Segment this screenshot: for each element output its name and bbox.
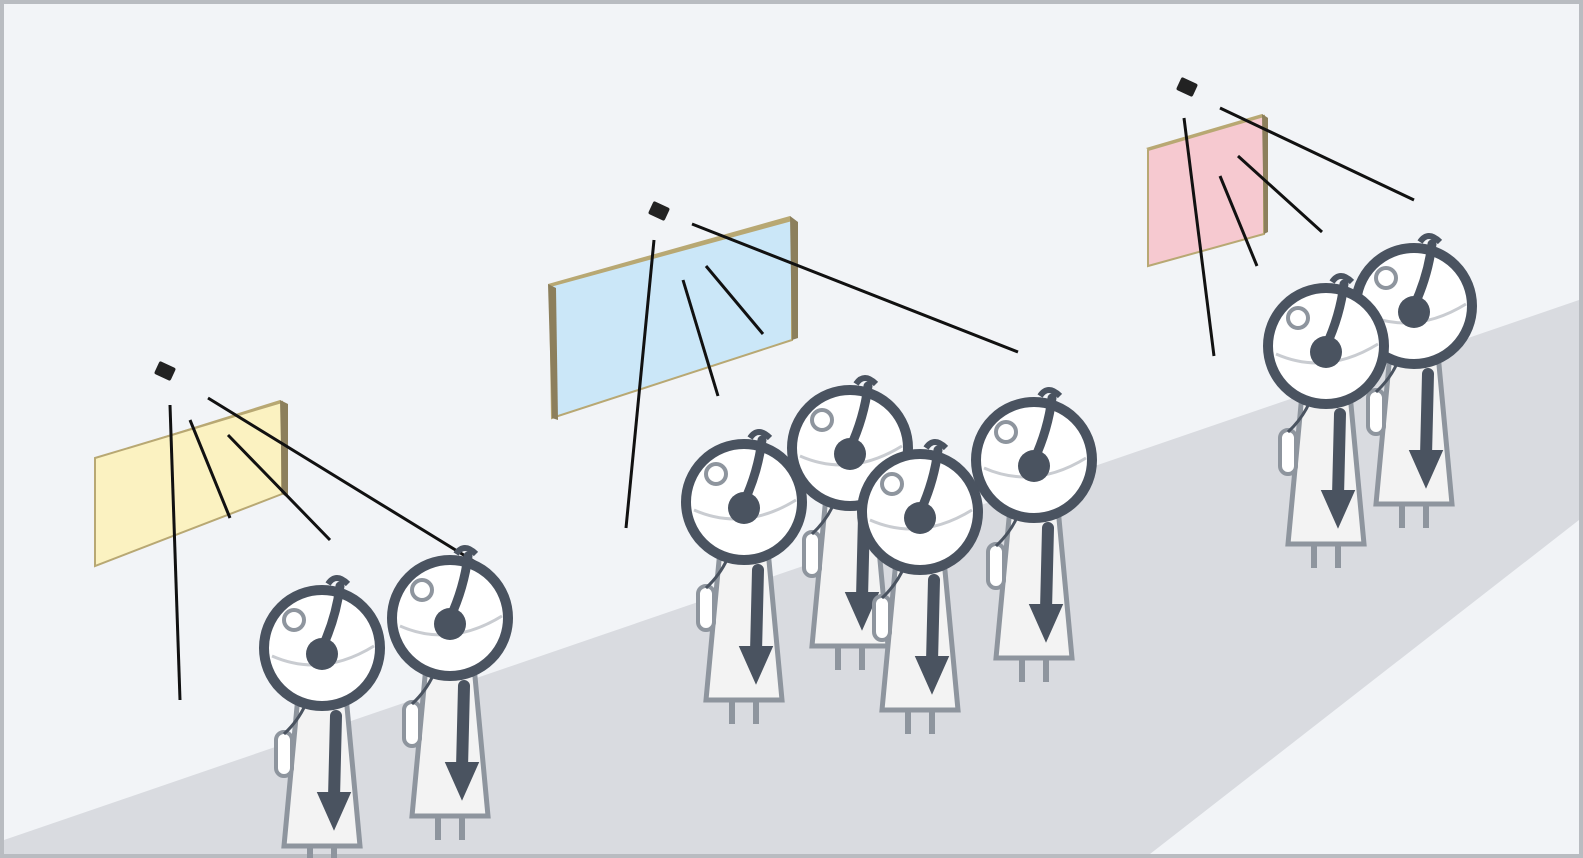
display-panel-pink xyxy=(1146,114,1268,268)
camera-icon xyxy=(154,361,176,381)
view-lines xyxy=(168,396,481,701)
floor-area xyxy=(4,300,1579,854)
view-lines xyxy=(624,222,1019,529)
display-panel-blue xyxy=(548,216,798,420)
view-lines xyxy=(1182,106,1415,357)
exhibit-group-3 xyxy=(1146,77,1472,568)
exhibit-group-1 xyxy=(94,361,508,858)
camera-icon xyxy=(1176,77,1198,97)
exhibit-group-2 xyxy=(548,201,1092,734)
camera-icon xyxy=(648,201,670,221)
